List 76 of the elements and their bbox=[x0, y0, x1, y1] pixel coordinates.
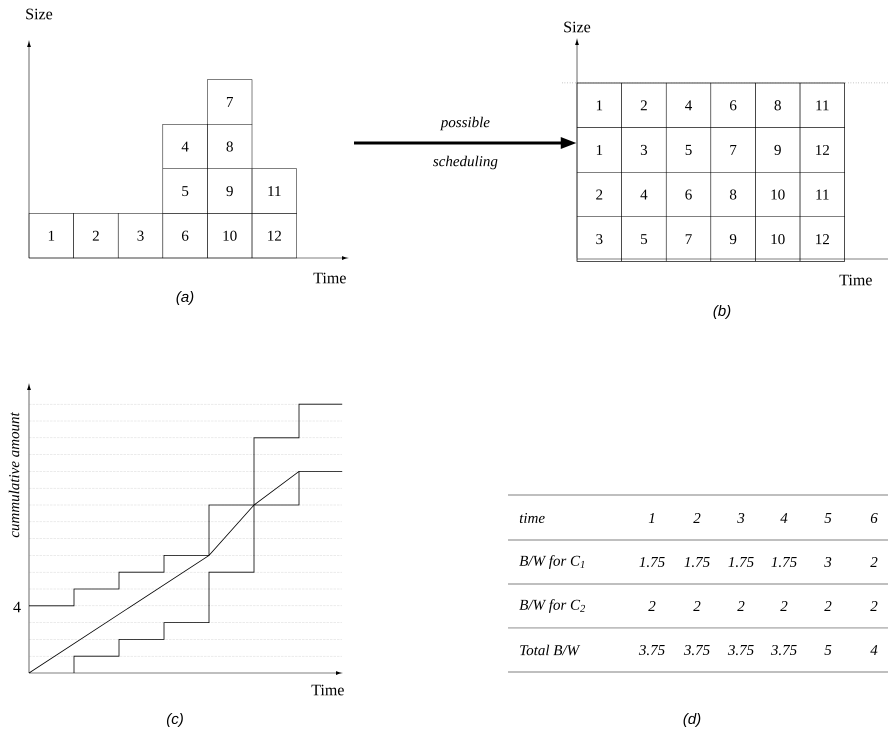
panel-caption: (d) bbox=[684, 713, 700, 727]
task-box: 10 bbox=[755, 172, 800, 218]
task-box: 1 bbox=[576, 127, 622, 172]
axis-label: Size bbox=[26, 8, 52, 20]
task-box: 4 bbox=[621, 172, 666, 218]
task-box: 7 bbox=[207, 79, 252, 124]
table-cell: 1.75 bbox=[639, 556, 665, 568]
table-cell: 2 bbox=[870, 601, 878, 611]
task-box: 7 bbox=[666, 216, 712, 262]
task-box: 5 bbox=[162, 168, 208, 214]
task-box: 12 bbox=[800, 216, 845, 262]
task-box: 2 bbox=[73, 213, 118, 258]
task-box: 11 bbox=[800, 172, 845, 218]
table-cell: 3.75 bbox=[638, 644, 665, 656]
task-box: 5 bbox=[666, 127, 712, 172]
task-box: 12 bbox=[252, 213, 297, 258]
tick-label: 4 bbox=[13, 602, 21, 612]
row-header: B/W for C$_{2}$ bbox=[519, 599, 586, 613]
table-cell: 4 bbox=[780, 513, 788, 523]
task-box: 8 bbox=[710, 172, 756, 218]
edge-label: possible scheduling bbox=[433, 116, 498, 170]
task-box: 1 bbox=[576, 82, 622, 128]
axis-label: Time bbox=[312, 684, 344, 696]
task-box: 7 bbox=[710, 127, 756, 172]
table-cell: 3.75 bbox=[770, 644, 797, 656]
row-header: Total B/W bbox=[520, 644, 580, 656]
task-box: 6 bbox=[710, 82, 756, 128]
task-box: 3 bbox=[621, 127, 666, 172]
task-box: 10 bbox=[755, 216, 800, 262]
table-cell: 2 bbox=[693, 513, 700, 523]
table-cell: 3 bbox=[824, 556, 832, 568]
task-box: 2 bbox=[576, 172, 622, 218]
task-box: 6 bbox=[666, 172, 712, 218]
axis-label: Size bbox=[564, 22, 590, 32]
table-cell: 1 bbox=[648, 513, 654, 523]
table-cell: 1.75 bbox=[728, 556, 754, 568]
table-cell: 5 bbox=[824, 645, 832, 655]
task-box: 9 bbox=[207, 168, 252, 214]
row-header: time bbox=[520, 512, 545, 524]
axis-title: cummulative amount bbox=[8, 412, 20, 538]
task-box: 6 bbox=[162, 213, 208, 258]
axis-label: Time bbox=[314, 272, 346, 284]
table-cell: 2 bbox=[824, 601, 832, 611]
panel-caption: (a) bbox=[176, 291, 194, 305]
table-cell: 1.75 bbox=[684, 556, 710, 568]
task-box: 1 bbox=[28, 213, 74, 258]
table-cell: 2 bbox=[780, 601, 788, 611]
table-cell: 2 bbox=[737, 601, 744, 611]
task-box: 2 bbox=[621, 82, 666, 128]
task-box: 12 bbox=[800, 127, 845, 172]
task-box: 8 bbox=[755, 82, 800, 128]
table-cell: 2 bbox=[693, 601, 700, 611]
task-box: 5 bbox=[621, 216, 666, 262]
table-cell: 4 bbox=[870, 645, 878, 655]
task-box: 4 bbox=[162, 124, 208, 170]
table-cell: 2 bbox=[648, 601, 656, 611]
table-cell: 3 bbox=[737, 512, 744, 524]
row-header: B/W for C$_{1}$ bbox=[519, 555, 584, 569]
task-box: 8 bbox=[207, 124, 252, 170]
table-cell: 3.75 bbox=[728, 644, 754, 656]
table-cell: 1.75 bbox=[771, 556, 797, 568]
task-box: 9 bbox=[755, 127, 800, 172]
table-cell: 5 bbox=[824, 513, 832, 523]
table-cell: 6 bbox=[870, 512, 878, 524]
axis-label: Time bbox=[840, 274, 872, 286]
table-cell: 3.75 bbox=[684, 644, 710, 656]
task-box: 11 bbox=[800, 82, 845, 128]
task-box: 11 bbox=[252, 168, 297, 214]
task-box: 4 bbox=[666, 82, 712, 128]
task-box: 3 bbox=[118, 213, 164, 258]
panel-caption: (b) bbox=[714, 305, 730, 319]
panel-caption: (c) bbox=[166, 713, 183, 727]
table-cell: 2 bbox=[870, 557, 878, 567]
task-box: 3 bbox=[576, 216, 622, 262]
task-box: 9 bbox=[710, 216, 756, 262]
task-box: 10 bbox=[207, 213, 252, 258]
